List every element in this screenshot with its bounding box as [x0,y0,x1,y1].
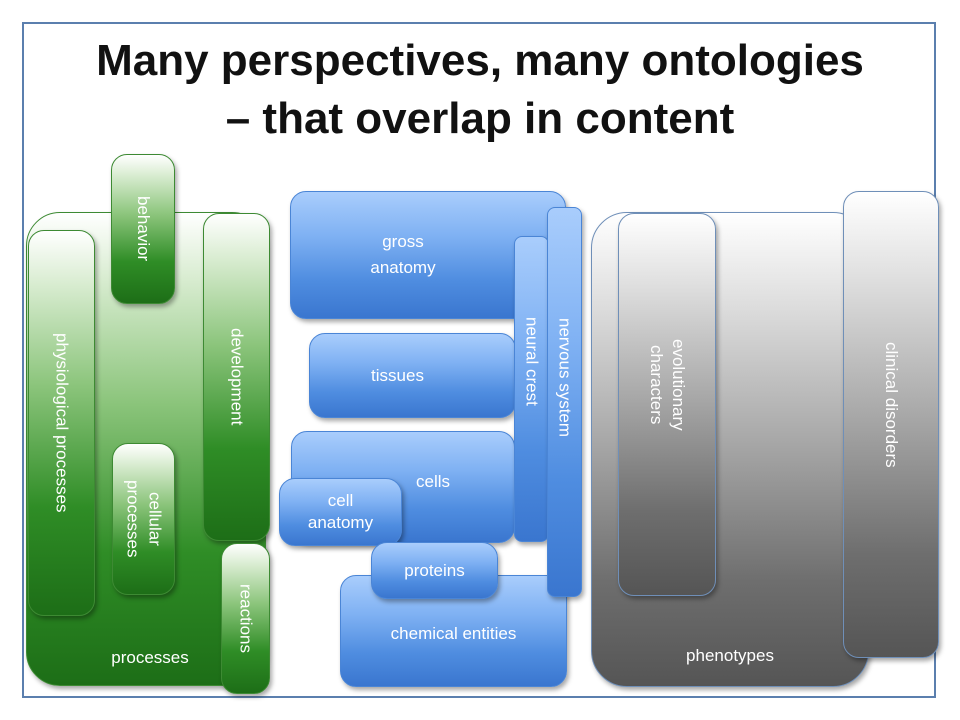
reactions-box: reactions [221,543,270,694]
cellular-processes-box: cellular processes [112,443,175,595]
nervous-system-label: nervous system [555,318,575,438]
physiological-processes-label: physiological processes [52,333,72,513]
slide-title: Many perspectives, many ontologies – tha… [96,36,864,143]
chemical-entities-label: chemical entities [390,624,517,643]
phenotypes-label: phenotypes [686,646,774,665]
gross-anatomy-label: gross anatomy [370,232,436,277]
physiological-processes-box: physiological processes [28,230,95,616]
cells-label: cells [415,472,450,491]
proteins-box: proteins [371,542,498,599]
cell-anatomy-box: cell anatomy [279,478,402,546]
clinical-disorders-box: clinical disorders [843,191,939,658]
cellular-processes-label: cellular processes [123,480,165,558]
proteins-label: proteins [404,560,465,580]
behavior-box: behavior [111,154,175,304]
neural-crest-box: neural crest [514,236,549,542]
reactions-label: reactions [236,584,256,653]
development-label: development [227,328,247,426]
tissues-label: tissues [371,365,424,385]
cell-anatomy-label: cell anatomy [307,491,374,532]
processes-label: processes [111,648,189,667]
tissues-box: tissues [309,333,516,418]
nervous-system-box: nervous system [547,207,582,597]
evolutionary-characters-box: evolutionary characters [618,213,716,596]
neural-crest-label: neural crest [522,317,542,406]
behavior-label: behavior [134,196,153,262]
evolutionary-characters-label: evolutionary characters [647,339,688,431]
development-box: development [203,213,270,541]
clinical-disorders-label: clinical disorders [882,342,901,468]
